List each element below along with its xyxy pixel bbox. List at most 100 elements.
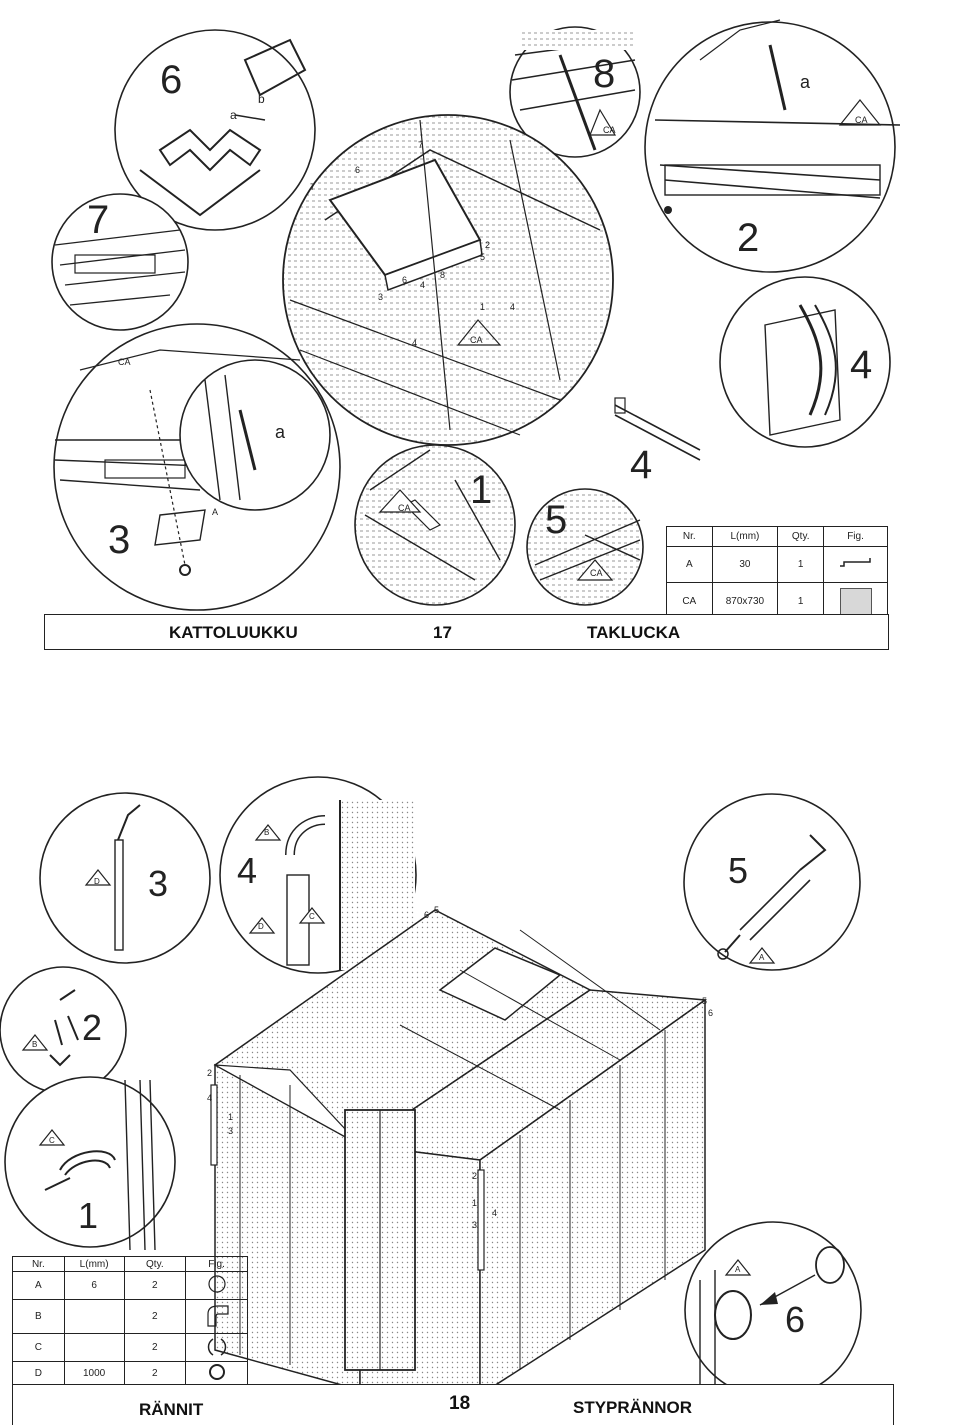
shed-callout-5b: 5 (702, 996, 708, 1006)
step7-detail (51, 193, 189, 331)
shed-callout-1a: 1 (228, 1112, 234, 1122)
page18-parts-table: Nr. L(mm) Qty. Fig. A 6 2 B 2 C 2 (12, 1256, 248, 1386)
shed-callout-4a: 4 (207, 1093, 213, 1103)
caulk-step5-detail (683, 793, 861, 971)
step-number-3: 3 (108, 518, 131, 562)
step-number-6: 6 (160, 58, 183, 102)
cell-nr: D (12, 1361, 65, 1386)
col-header-nr: Nr. (666, 526, 713, 547)
gutter-cap-step6-detail (684, 1221, 862, 1399)
step-number-4: 4 (850, 343, 873, 387)
step-number-7: 7 (87, 198, 110, 242)
gutter-step-number-4: 4 (237, 850, 258, 891)
shed-callout-5a: 5 (434, 905, 440, 915)
label-b-step4: B (264, 828, 270, 837)
col-header-fig: Fig. (185, 1256, 248, 1272)
cell-nr: C (12, 1333, 65, 1362)
page18-title-left: RÄNNIT (139, 1400, 204, 1419)
gutter-step-number-1: 1 (78, 1195, 99, 1236)
page17-parts-table: Nr. L(mm) Qty. Fig. A 30 1 CA 870x730 1 (666, 526, 888, 621)
fig-bracket-icon (823, 546, 888, 583)
shed-callout-6b: 6 (708, 1008, 714, 1018)
table-row: B 2 (12, 1299, 248, 1334)
col-header-fig: Fig. (823, 526, 888, 547)
col-header-length: L(mm) (63, 1256, 125, 1272)
label-a: a (230, 108, 237, 122)
step6-detail (114, 29, 316, 231)
center-callout-5: 5 (480, 252, 486, 262)
center-callout-4: 4 (420, 280, 426, 290)
col-header-nr: Nr. (12, 1256, 65, 1272)
label-ca-step2: CA (855, 115, 868, 125)
gutter-step-number-2: 2 (82, 1007, 103, 1048)
table-row: A 30 1 (666, 546, 888, 583)
shed-callout-3a: 3 (228, 1126, 234, 1136)
cell-qty: 2 (123, 1271, 187, 1300)
label-ca-step8: CA (603, 125, 616, 135)
shed-callout-2a: 2 (207, 1068, 213, 1078)
cell-nr: B (12, 1299, 65, 1334)
step4-bar-detail (614, 397, 701, 461)
col-header-qty: Qty. (777, 526, 825, 547)
cell-nr: A (666, 546, 713, 583)
page17-caption-bar: KATTOLUUKKU 17 TAKLUCKA (44, 614, 889, 650)
label-a-step6: A (735, 1265, 741, 1274)
label-ca-step1: CA (398, 503, 411, 513)
shed-callout-3b: 3 (472, 1220, 478, 1230)
page17-illustration (51, 19, 901, 611)
cell-length (63, 1333, 125, 1362)
cell-nr: A (12, 1271, 65, 1300)
label-d-step3: D (94, 877, 100, 886)
step8-detail (509, 26, 641, 158)
gutter-step-number-5: 5 (728, 850, 749, 891)
center-callout-7b: 7 (418, 140, 424, 150)
step1-detail (354, 444, 516, 606)
cell-length: 1000 (63, 1361, 125, 1386)
table-row: A 6 2 (12, 1271, 248, 1300)
page17-title-right: TAKLUCKA (587, 623, 681, 642)
step-number-1: 1 (470, 468, 493, 512)
shed-callout-2b: 2 (472, 1171, 478, 1181)
cell-qty: 2 (123, 1299, 187, 1334)
cell-qty: 1 (777, 546, 825, 583)
gutter-step2-detail (0, 966, 127, 1094)
step2-detail (644, 19, 901, 273)
gutter-step3-detail (39, 792, 211, 964)
page17-title-left: KATTOLUUKKU (169, 623, 298, 642)
fig-pipe-icon (185, 1361, 248, 1386)
center-callout-6b: 6 (402, 275, 408, 285)
label-a-step2: a (800, 72, 811, 92)
step-number-4-bar: 4 (630, 443, 653, 487)
cell-qty: 2 (123, 1361, 187, 1386)
shed-callout-6a: 6 (424, 910, 430, 920)
label-ca-center: CA (470, 335, 483, 345)
cell-length (63, 1299, 125, 1334)
roof-hatch-overview (282, 114, 614, 446)
label-c-step4: C (309, 912, 315, 921)
page18-illustration (0, 776, 862, 1399)
center-callout-3: 3 (378, 292, 384, 302)
label-ca-step3: CA (118, 357, 131, 367)
fig-cap-icon (185, 1271, 248, 1300)
page18-caption-bar: RÄNNIT 18 STYPRÄNNOR (12, 1384, 894, 1425)
col-header-length: L(mm) (711, 526, 779, 547)
table-row: D 1000 2 (12, 1361, 248, 1386)
cell-length: 30 (711, 546, 779, 583)
label-b-step2: B (32, 1040, 38, 1049)
center-callout-4b: 4 (510, 302, 516, 312)
gutter-step4-detail (219, 776, 417, 974)
greenhouse-shed (210, 909, 708, 1397)
step-number-8: 8 (593, 52, 616, 96)
step5-detail (526, 488, 644, 606)
shed-callout-4b: 4 (492, 1208, 498, 1218)
center-callout-1: 1 (480, 302, 486, 312)
cell-length: 6 (63, 1271, 125, 1300)
label-b: b (258, 92, 265, 106)
cell-qty: 2 (123, 1333, 187, 1362)
table-row: C 2 (12, 1333, 248, 1362)
label-a-step5: A (759, 953, 765, 962)
gutter-step-number-6: 6 (785, 1299, 806, 1340)
label-a-step3: a (275, 422, 286, 442)
label-a-part: A (212, 507, 219, 517)
